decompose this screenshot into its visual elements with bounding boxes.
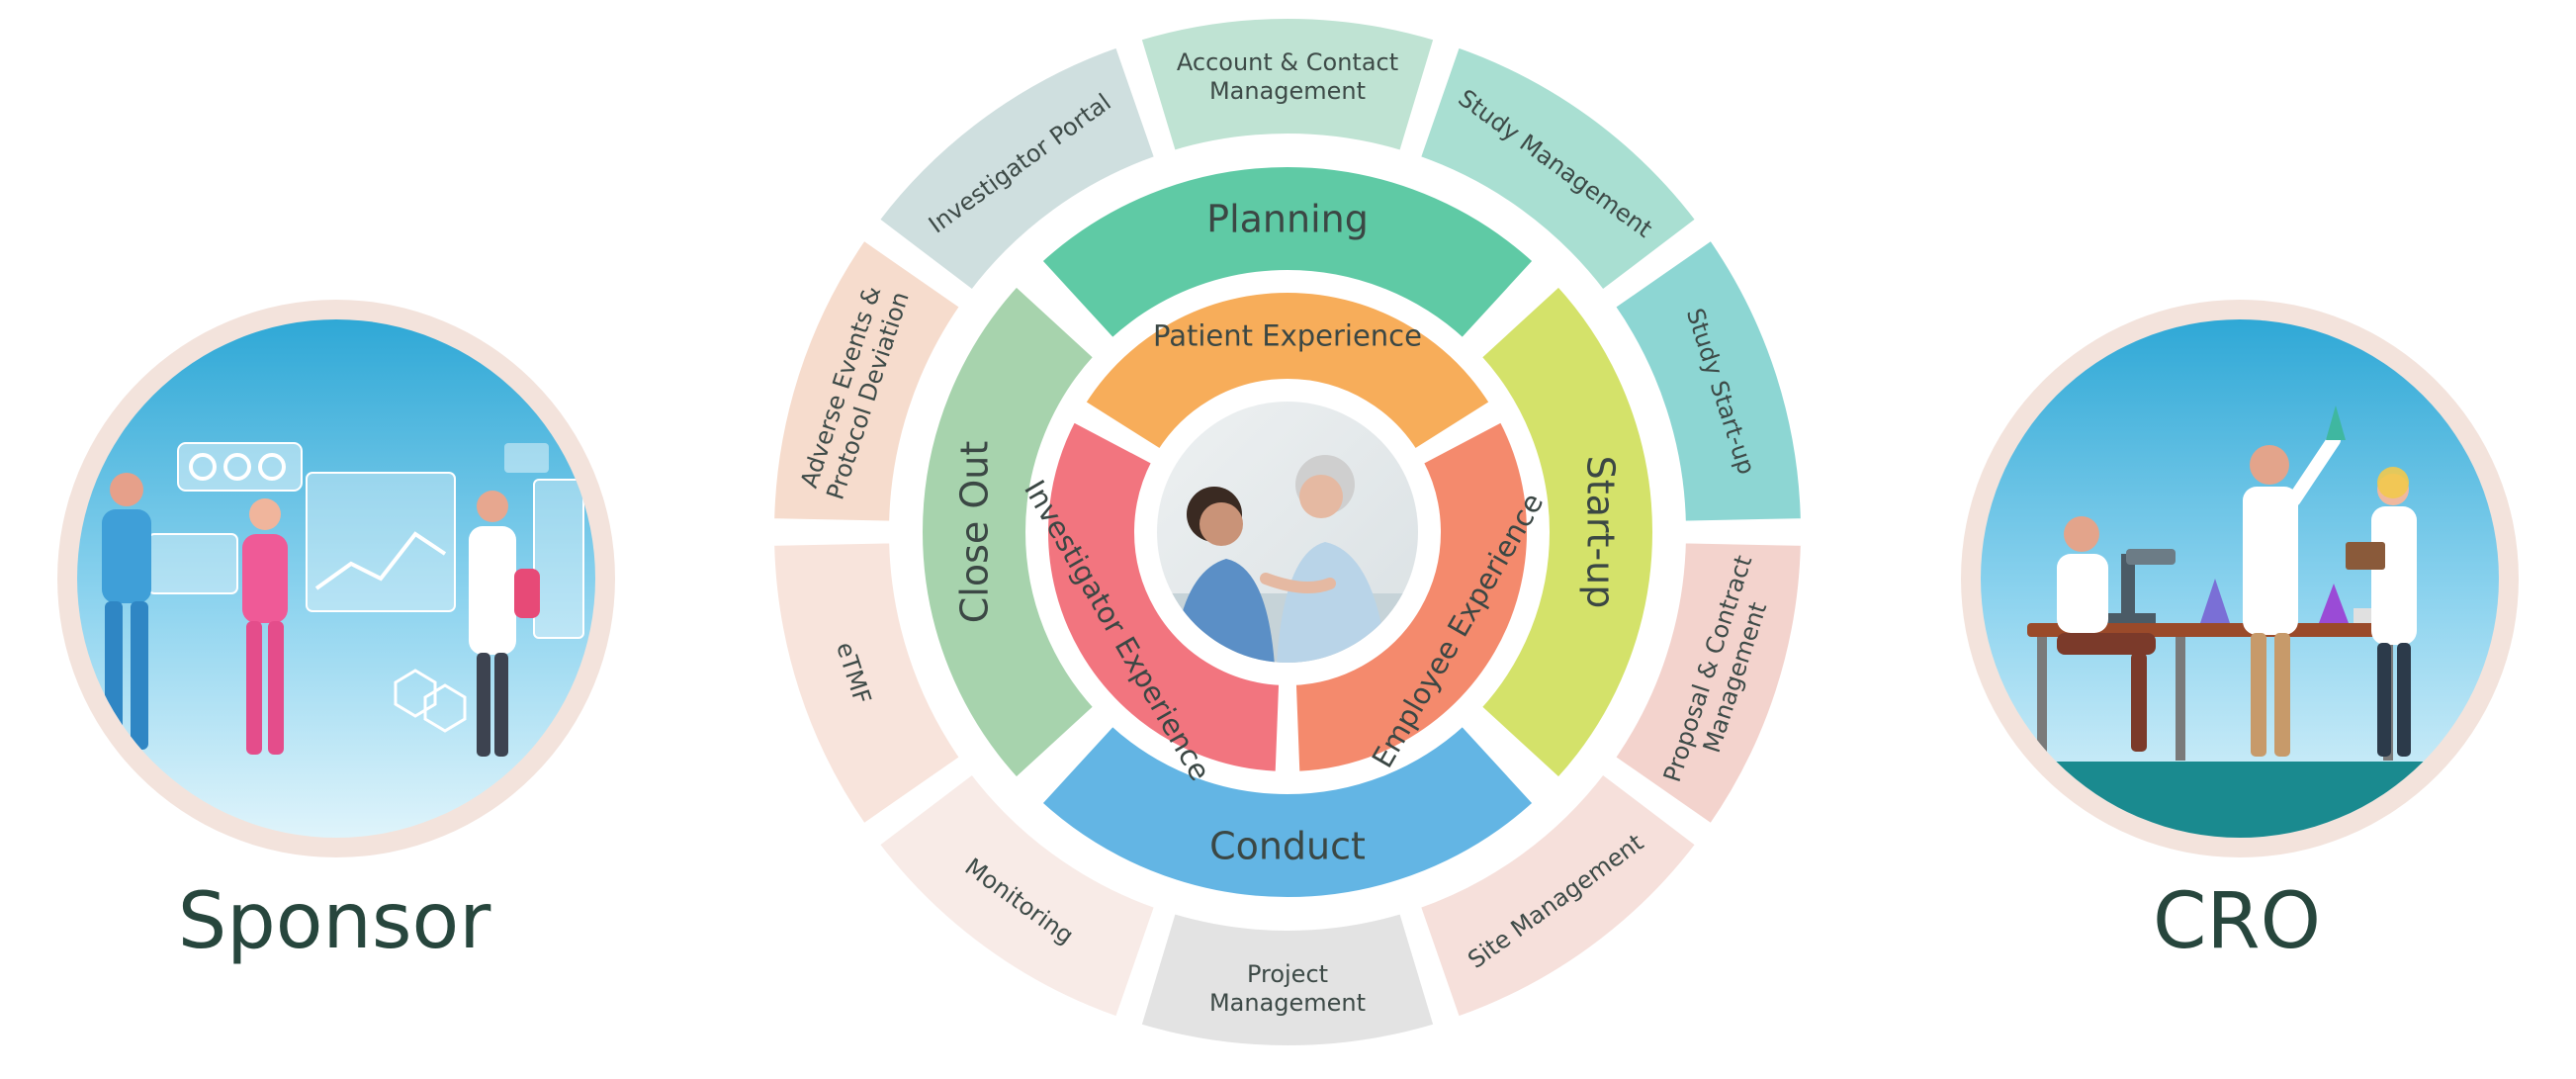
outer-segment-etmf: eTMF <box>768 537 966 830</box>
outer-segment-study-start-up: Study Start-up <box>1609 234 1807 527</box>
phase-planning-label-line: Planning <box>1206 197 1369 240</box>
experience-patient-experience: Patient Experience <box>1079 286 1496 456</box>
experience-employee-experience-shape <box>1289 415 1533 777</box>
outer-segment-account-contact-management-label-line: Account & Contact <box>1177 48 1398 76</box>
team-with-dashboard-icon <box>102 442 584 757</box>
phase-close-out-label: Close Out <box>952 441 996 624</box>
outer-segment-site-management-shape <box>1414 767 1702 1023</box>
phase-planning-label: Planning <box>1206 197 1369 240</box>
phase-conduct-shape <box>1035 720 1540 903</box>
center-photo <box>1149 394 1426 671</box>
experience-investigator-experience-shape <box>1042 415 1286 777</box>
outer-segment-proposal-contract-management: Proposal & ContractManagement <box>1609 537 1807 830</box>
outer-segment-project-management-label-line: Management <box>1209 989 1366 1017</box>
phase-close-out-label-line: Close Out <box>952 441 996 624</box>
outer-segment-monitoring-shape <box>873 767 1161 1023</box>
outer-segment-project-management-label-line: Project <box>1247 960 1328 988</box>
outer-segment-account-contact-management-shape <box>1135 13 1440 157</box>
phase-planning-shape <box>1035 161 1540 344</box>
outer-segment-adverse-events-protocol-deviation-shape <box>768 234 966 527</box>
outer-segment-study-start-up-shape <box>1609 234 1807 527</box>
phase-close-out-shape <box>917 280 1100 784</box>
outer-segment-project-management-shape <box>1135 907 1440 1051</box>
outer-segment-adverse-events-protocol-deviation: Adverse Events &Protocol Deviation <box>768 234 966 527</box>
phase-close-out: Close Out <box>917 280 1100 784</box>
experience-patient-experience-label-line: Patient Experience <box>1153 319 1422 353</box>
sponsor-persona: Sponsor <box>57 300 615 966</box>
cro-persona: CRO <box>1961 300 2519 966</box>
phase-start-up-label: Start-up <box>1579 456 1623 609</box>
phase-conduct-label: Conduct <box>1209 824 1366 867</box>
outer-segment-study-management-shape <box>1414 42 1702 297</box>
experience-patient-experience-shape <box>1079 286 1496 456</box>
cro-label: CRO <box>2153 877 2321 966</box>
outer-segment-proposal-contract-management-shape <box>1609 537 1807 830</box>
outer-segment-investigator-portal-shape <box>873 42 1161 297</box>
phase-start-up-label-line: Start-up <box>1579 456 1623 609</box>
phase-planning: Planning <box>1035 161 1540 344</box>
phase-conduct: Conduct <box>1035 720 1540 903</box>
outer-segment-monitoring: Monitoring <box>873 767 1161 1023</box>
phase-start-up-shape <box>1475 280 1658 784</box>
outer-segment-account-contact-management-label-line: Management <box>1209 77 1366 105</box>
sponsor-label: Sponsor <box>178 877 492 966</box>
phase-conduct-label-line: Conduct <box>1209 824 1366 867</box>
experience-patient-experience-label: Patient Experience <box>1153 319 1422 353</box>
outer-segment-etmf-shape <box>768 537 966 830</box>
phase-start-up: Start-up <box>1475 280 1658 784</box>
